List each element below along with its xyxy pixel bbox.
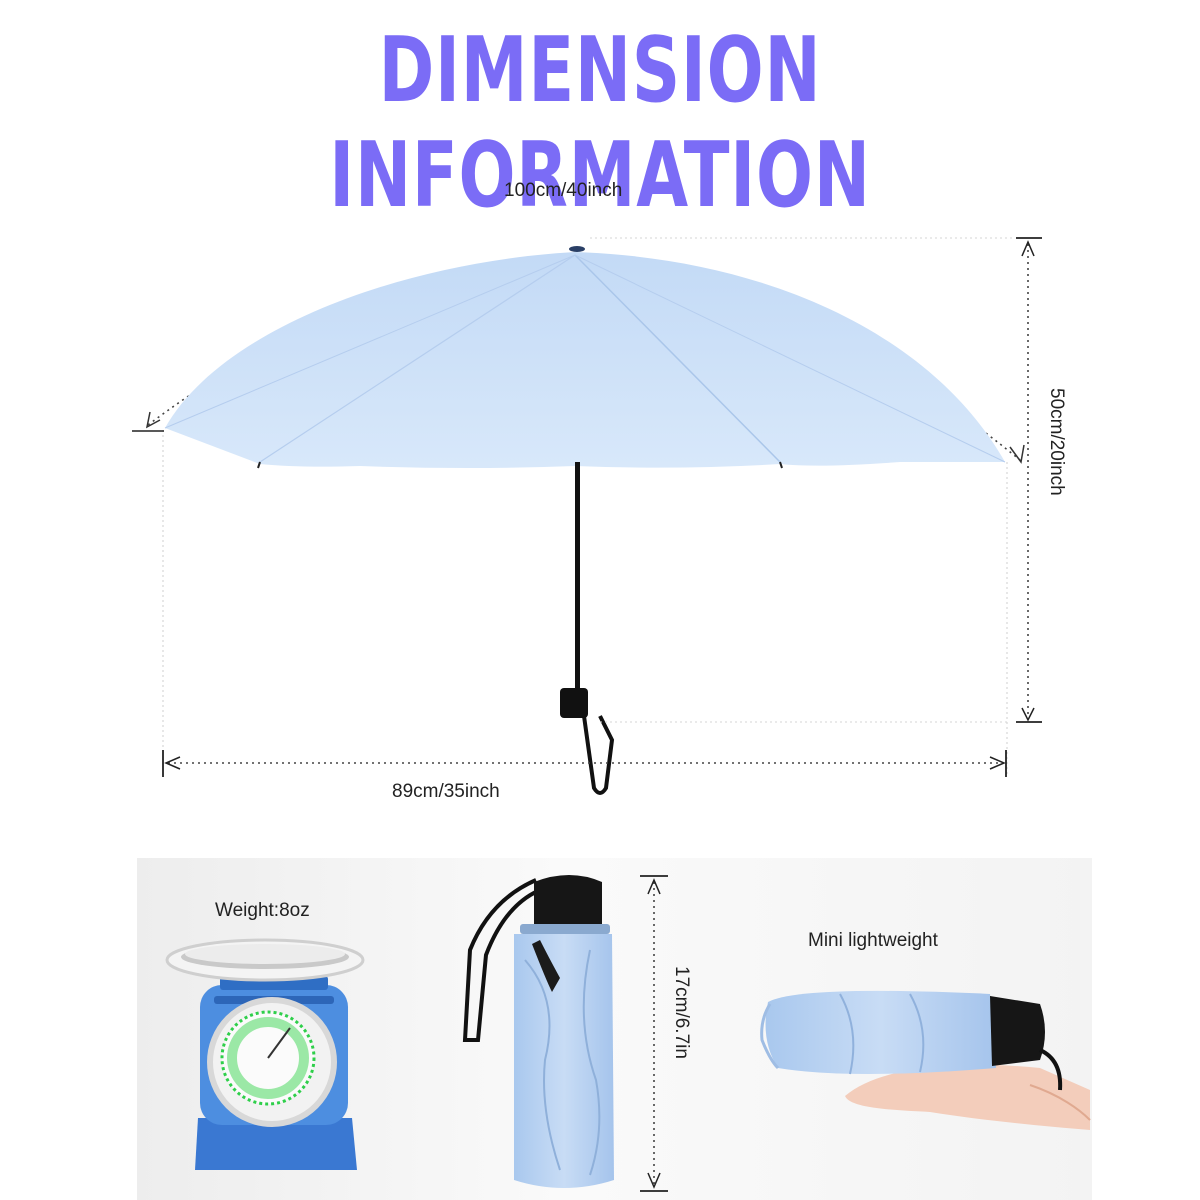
weight-label: Weight:8oz bbox=[215, 900, 310, 921]
canopy-seam bbox=[574, 254, 781, 463]
canopy-seam bbox=[259, 254, 576, 463]
hand bbox=[845, 1064, 1090, 1130]
width-label: 89cm/35inch bbox=[392, 781, 500, 802]
folded-length-label: 17cm/6.7in bbox=[671, 966, 692, 1059]
lightweight-label: Mini lightweight bbox=[808, 930, 938, 951]
wrist-strap bbox=[1039, 1048, 1063, 1091]
folded-umbrella-standing bbox=[462, 875, 614, 1188]
wrist-strap bbox=[462, 878, 541, 1042]
umbrella-canopy bbox=[165, 252, 1005, 468]
arc-length-label: 100cm/40inch bbox=[504, 180, 623, 201]
canopy-seam bbox=[574, 254, 1006, 463]
arc-arrow-right bbox=[1009, 444, 1025, 464]
canopy-top-cap bbox=[569, 246, 585, 252]
umbrella-shaft bbox=[575, 462, 580, 690]
folded-canopy bbox=[514, 934, 614, 1188]
rib-tip bbox=[257, 461, 261, 469]
arc-arrow-left bbox=[145, 411, 161, 429]
umbrella-handle bbox=[560, 688, 588, 718]
rib-tip bbox=[779, 461, 783, 469]
lying-umbrella bbox=[765, 990, 996, 1074]
umbrella-cap bbox=[990, 996, 1045, 1066]
page-title: DIMENSION INFORMATION bbox=[329, 18, 871, 228]
canopy-seam bbox=[164, 254, 576, 429]
hand-holding-umbrella bbox=[760, 990, 1091, 1130]
wrist-strap bbox=[582, 715, 615, 795]
umbrella-cap bbox=[534, 875, 602, 930]
scale-base bbox=[195, 1118, 357, 1170]
scale-illustration bbox=[165, 938, 365, 1170]
